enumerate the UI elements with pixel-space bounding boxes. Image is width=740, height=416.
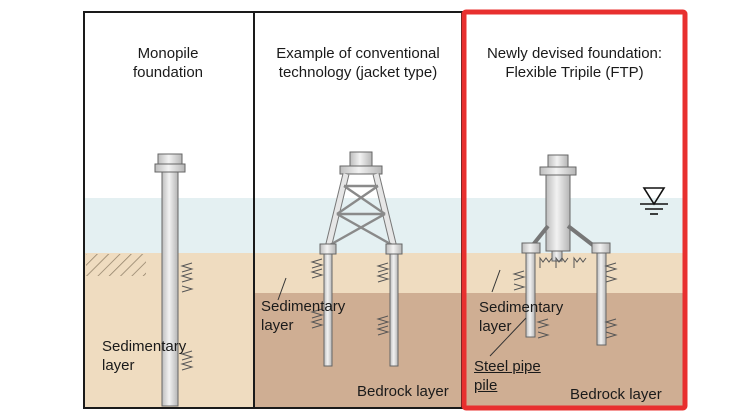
panel-monopile xyxy=(83,11,255,409)
bedrock-layer-label: Bedrock layer xyxy=(357,383,449,400)
water-layer xyxy=(464,198,685,253)
jacket-structure xyxy=(319,151,403,367)
steel-pile-leader-line xyxy=(489,317,527,357)
sediment-layer xyxy=(254,253,462,293)
scour-hatch xyxy=(86,254,146,276)
soil-spring-icon xyxy=(512,256,618,339)
bedrock-layer xyxy=(254,293,462,408)
ftp-structure xyxy=(521,154,611,346)
ftp-title: Newly devised foundation:Flexible Tripil… xyxy=(486,45,663,81)
panel-jacket xyxy=(253,11,463,409)
bedrock-layer-label: Bedrock layer xyxy=(570,386,662,403)
monopile xyxy=(154,153,186,407)
soil-spring-icon xyxy=(180,262,194,371)
water-level-symbol xyxy=(640,187,668,215)
soil-spring-icon xyxy=(310,258,390,336)
sediment-leader-line xyxy=(491,269,501,293)
ftp-highlight-frame xyxy=(461,9,688,411)
panel-ftp xyxy=(461,9,688,411)
sediment-leader-line xyxy=(277,277,287,301)
bedrock-layer xyxy=(464,293,685,408)
